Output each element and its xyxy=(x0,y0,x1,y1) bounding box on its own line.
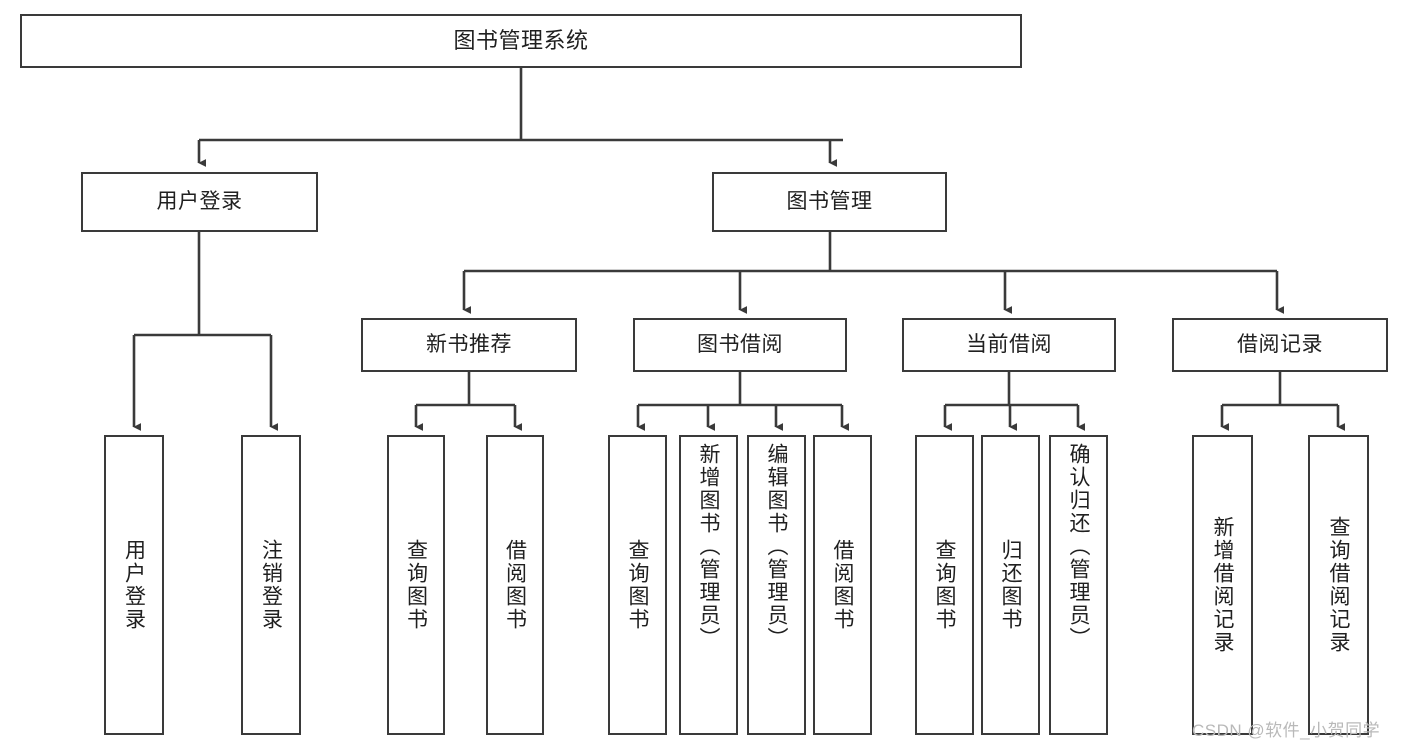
node-leaf-borrow-book-1-label: 借阅图书 xyxy=(503,539,527,631)
node-leaf-add-book-label: 新增图书（管理员） xyxy=(697,443,720,650)
node-borrow-record[interactable]: 借阅记录 xyxy=(1172,318,1388,372)
node-book-borrow-label: 图书借阅 xyxy=(697,333,783,357)
node-current-borrow[interactable]: 当前借阅 xyxy=(902,318,1116,372)
node-leaf-return-book-label: 归还图书 xyxy=(999,539,1022,631)
node-leaf-confirm-return-label: 确认归还（管理员） xyxy=(1067,443,1090,650)
node-leaf-borrow-book-2-label: 借阅图书 xyxy=(831,539,854,631)
node-leaf-logout-login-label: 注销登录 xyxy=(259,539,283,631)
node-leaf-edit-book[interactable]: 编辑图书（管理员） xyxy=(747,435,806,735)
node-new-book-recommend-label: 新书推荐 xyxy=(426,333,512,357)
node-leaf-query-record-label: 查询借阅记录 xyxy=(1327,516,1350,654)
node-new-book-recommend[interactable]: 新书推荐 xyxy=(361,318,577,372)
node-leaf-query-book-2-label: 查询图书 xyxy=(626,539,649,631)
csdn-watermark: CSDN @软件_小贺同学 xyxy=(1192,721,1381,740)
node-leaf-borrow-book-1[interactable]: 借阅图书 xyxy=(486,435,544,735)
node-root[interactable]: 图书管理系统 xyxy=(20,14,1022,68)
node-leaf-add-record[interactable]: 新增借阅记录 xyxy=(1192,435,1253,735)
node-leaf-user-login[interactable]: 用户登录 xyxy=(104,435,164,735)
node-book-manage-label: 图书管理 xyxy=(786,190,873,214)
node-leaf-add-record-label: 新增借阅记录 xyxy=(1211,516,1234,654)
node-leaf-query-book-3-label: 查询图书 xyxy=(933,539,956,631)
node-leaf-borrow-book-2[interactable]: 借阅图书 xyxy=(813,435,872,735)
node-leaf-query-record[interactable]: 查询借阅记录 xyxy=(1308,435,1369,735)
node-book-borrow[interactable]: 图书借阅 xyxy=(633,318,847,372)
node-leaf-query-book-1-label: 查询图书 xyxy=(404,539,428,631)
node-leaf-user-login-label: 用户登录 xyxy=(122,539,146,631)
node-leaf-query-book-1[interactable]: 查询图书 xyxy=(387,435,445,735)
node-borrow-record-label: 借阅记录 xyxy=(1237,333,1323,357)
node-leaf-edit-book-label: 编辑图书（管理员） xyxy=(765,443,788,650)
node-user-login-label: 用户登录 xyxy=(156,190,243,214)
node-leaf-return-book[interactable]: 归还图书 xyxy=(981,435,1040,735)
node-user-login[interactable]: 用户登录 xyxy=(81,172,318,232)
node-leaf-add-book[interactable]: 新增图书（管理员） xyxy=(679,435,738,735)
node-leaf-confirm-return[interactable]: 确认归还（管理员） xyxy=(1049,435,1108,735)
node-book-manage[interactable]: 图书管理 xyxy=(712,172,947,232)
node-current-borrow-label: 当前借阅 xyxy=(966,333,1052,357)
node-leaf-query-book-2[interactable]: 查询图书 xyxy=(608,435,667,735)
node-leaf-query-book-3[interactable]: 查询图书 xyxy=(915,435,974,735)
node-leaf-logout-login[interactable]: 注销登录 xyxy=(241,435,301,735)
node-root-label: 图书管理系统 xyxy=(453,27,589,53)
